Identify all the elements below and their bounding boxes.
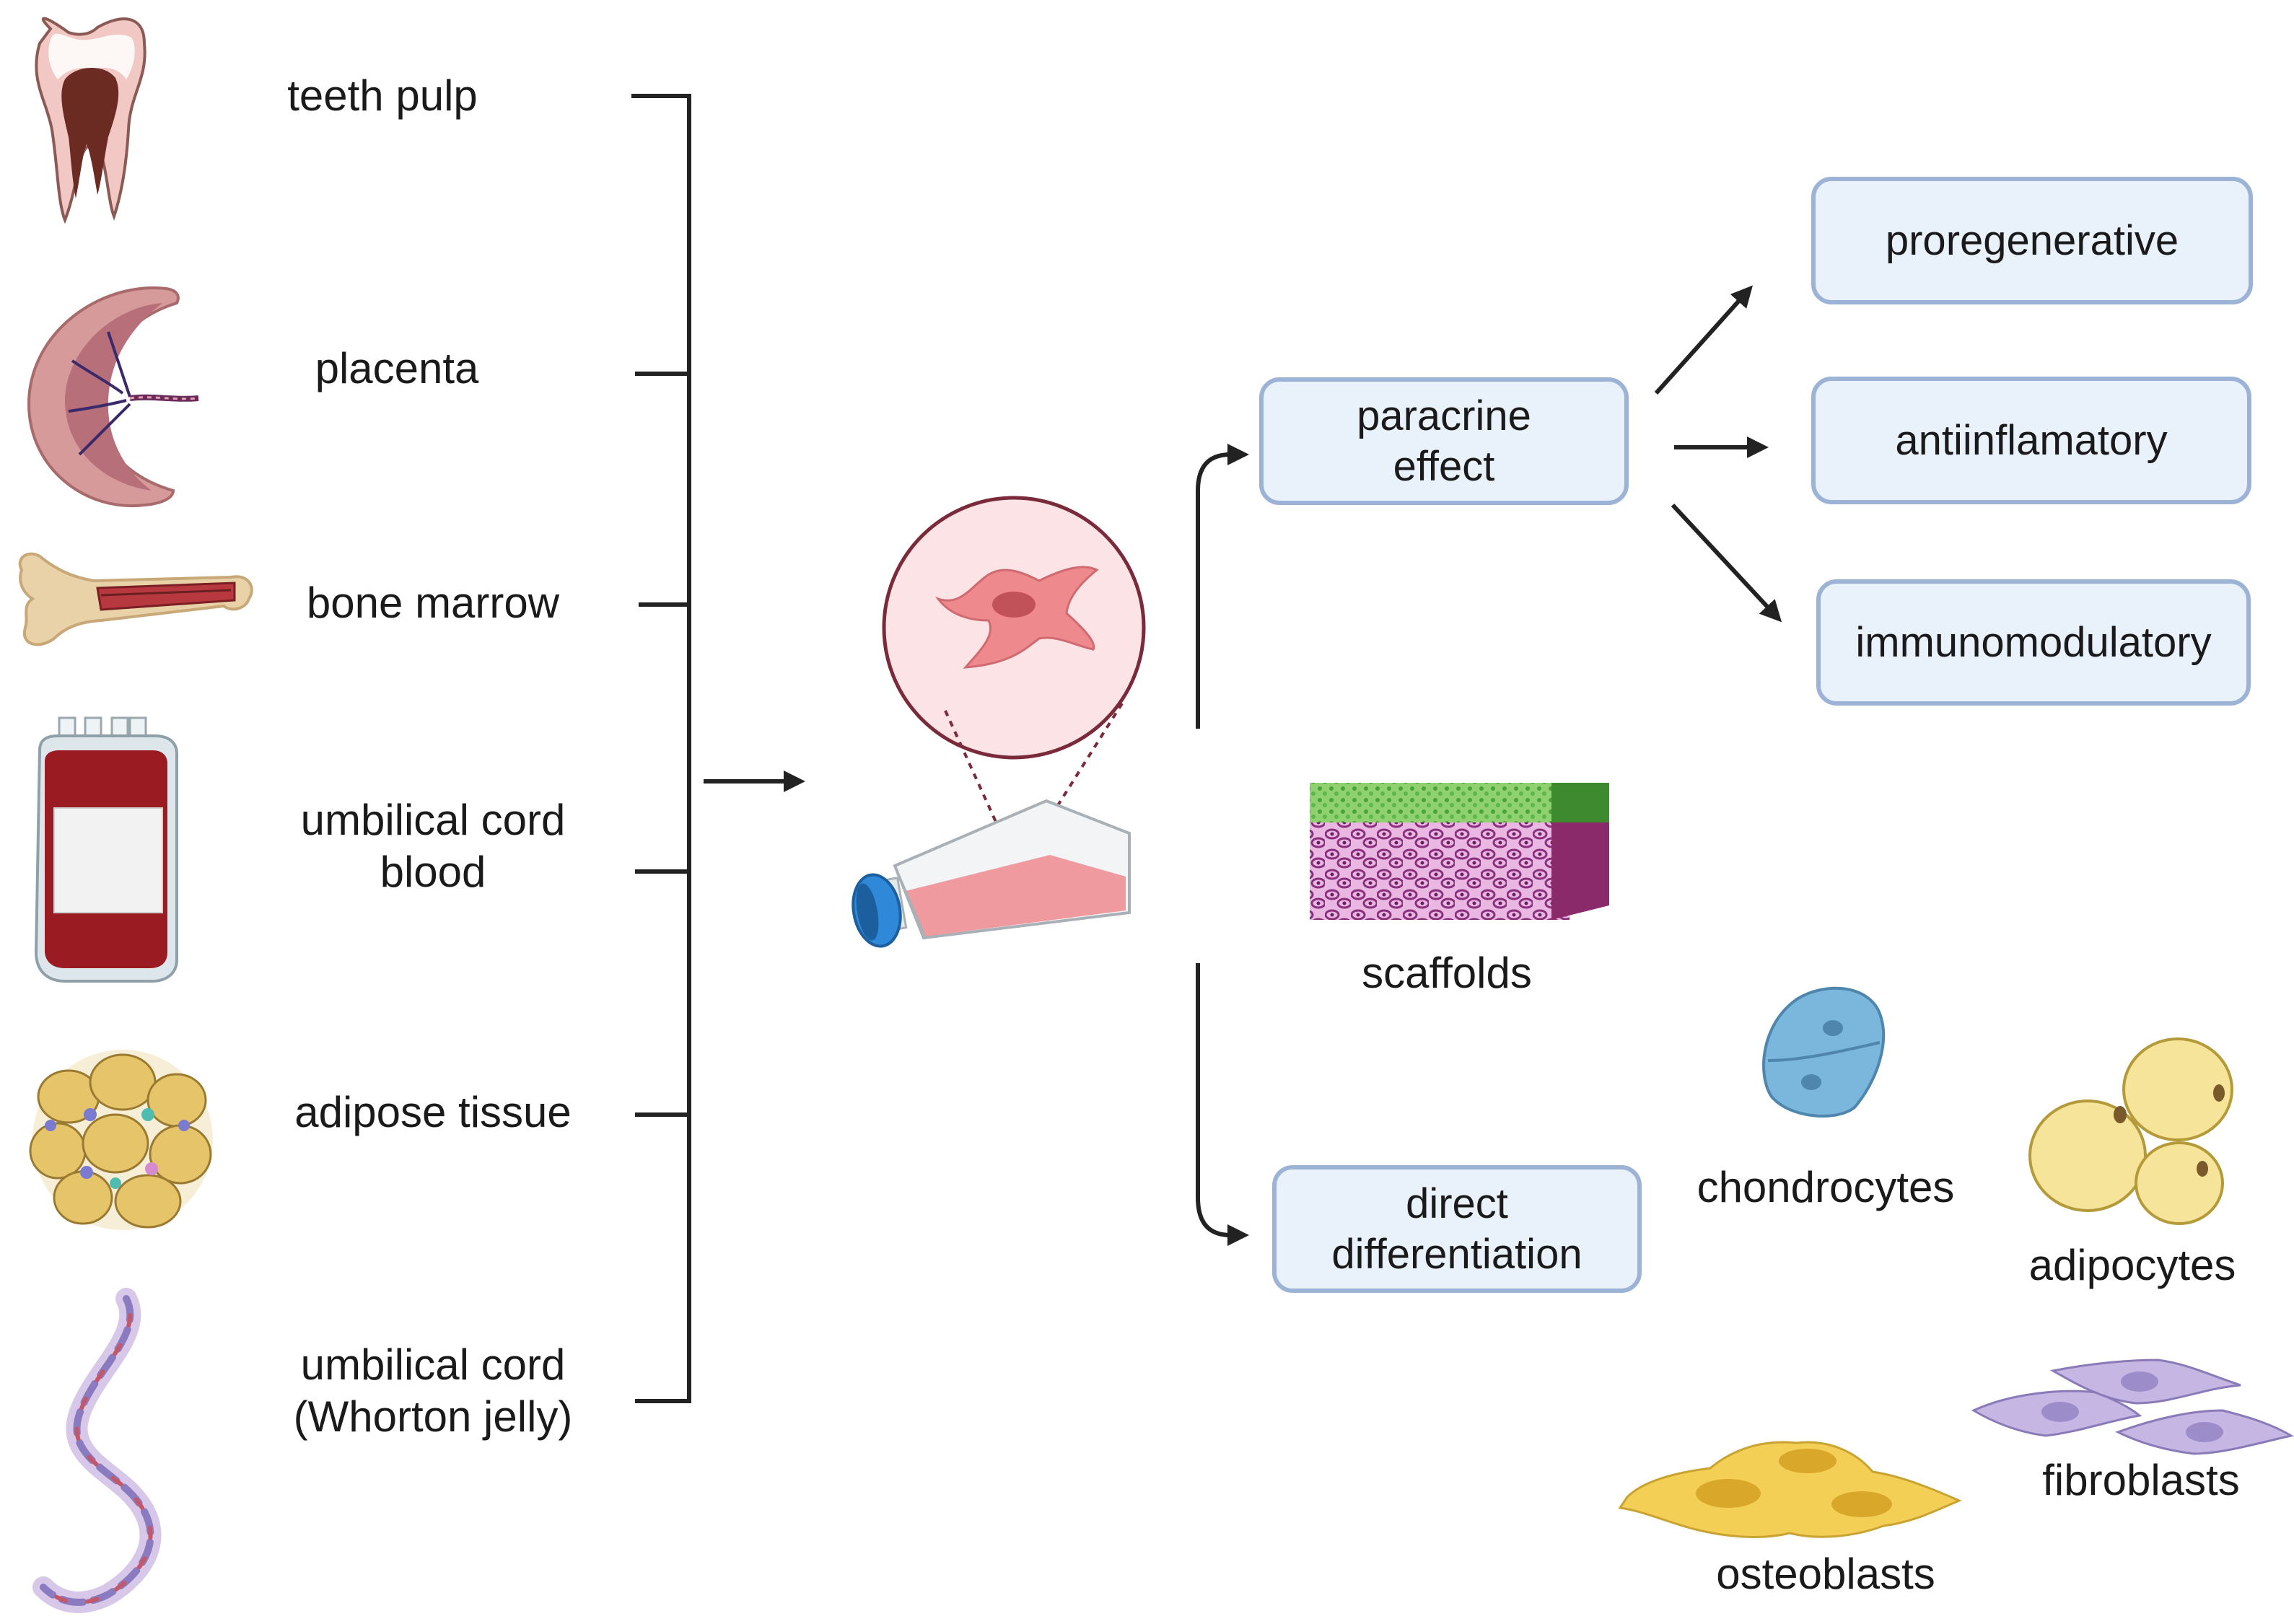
scaffolds-label: scaffolds [1362, 949, 1532, 997]
antiinflamatory-box: antiinflamatory [1811, 377, 2251, 504]
source-label-teeth-pulp: teeth pulp [287, 71, 478, 120]
chondrocytes-label: chondrocytes [1697, 1163, 1955, 1211]
umbilical-cord-icon [32, 1288, 162, 1613]
box-text-line: effect [1393, 442, 1495, 490]
box-text-line: antiinflamatory [1895, 416, 2168, 464]
source-label-umbilical-cord-blood: umbilical cord blood [301, 794, 566, 898]
fibroblasts-label: fibroblasts [2042, 1456, 2240, 1504]
effect-arrows [1654, 285, 1782, 623]
adipocyte-icon [2028, 1037, 2233, 1225]
source-label-line: (Whorton jelly) [293, 1392, 573, 1441]
msc-magnified-cell-icon [882, 496, 1146, 760]
culture-flask-icon [852, 799, 1131, 948]
mechanism-branch [1196, 444, 1249, 1246]
scaffold-icon [1310, 783, 1609, 920]
box-text-line: paracrine [1357, 392, 1531, 439]
chondrocyte-icon [1762, 986, 1886, 1118]
box-text-line: proregenerative [1885, 216, 2179, 264]
proregenerative-box: proregenerative [1811, 177, 2253, 304]
source-label-umbilical-cord-jelly: umbilical cord (Whorton jelly) [294, 1339, 573, 1443]
adipocytes-label: adipocytes [2028, 1241, 2236, 1289]
bone-marrow-icon [18, 552, 253, 646]
source-label-bone-marrow: bone marrow [306, 579, 560, 627]
source-bracket [631, 94, 691, 1403]
placenta-icon [27, 286, 199, 508]
blood-bag-icon [34, 716, 178, 983]
fibroblast-icon [1971, 1359, 2294, 1455]
adipose-tissue-icon [29, 1050, 213, 1230]
box-text-line: direct [1406, 1180, 1508, 1227]
source-label-adipose-tissue: adipose tissue [294, 1088, 572, 1136]
source-label-line: umbilical cord [300, 796, 566, 844]
source-label-line: umbilical cord [300, 1340, 566, 1389]
tooth-icon [35, 17, 146, 224]
paracrine-effect-box: paracrine effect [1259, 377, 1629, 505]
box-text-line: immunomodulatory [1855, 618, 2212, 666]
osteoblasts-label: osteoblasts [1716, 1550, 1935, 1598]
immunomodulatory-box: immunomodulatory [1816, 579, 2251, 706]
direct-differentiation-box: direct differentiation [1272, 1165, 1642, 1293]
box-text-line: differentiation [1331, 1230, 1582, 1278]
source-label-line: blood [380, 848, 486, 896]
osteoblast-icon [1618, 1441, 1962, 1538]
source-label-placenta: placenta [315, 344, 479, 392]
